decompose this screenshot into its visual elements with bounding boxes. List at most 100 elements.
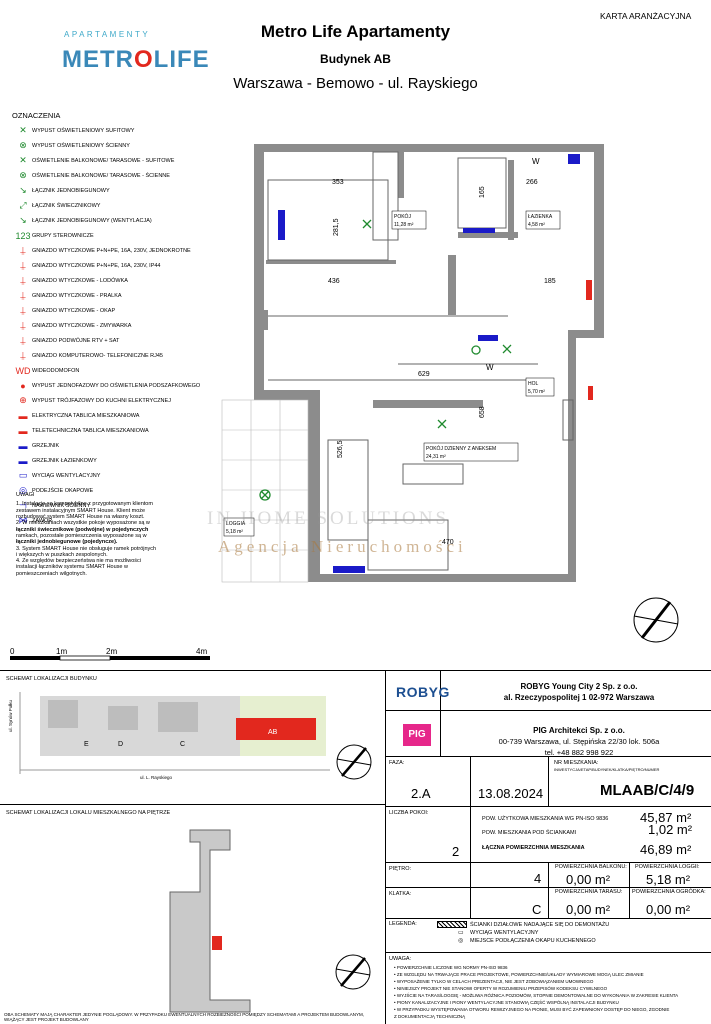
vent-outlet-icon: ▭ (18, 470, 28, 480)
legend-item: ▬ELEKTRYCZNA TABLICA MIESZKANIOWA (14, 408, 229, 423)
page-title: Metro Life Apartamenty (260, 22, 451, 41)
remark-line: • ZE WZGLĘDU NA TRWAJĄCE PRACE PROJEKTOW… (394, 972, 644, 977)
dishwasher-socket-icon: ⍊ (20, 320, 26, 330)
usable-area-value: 45,87 m² (640, 810, 692, 825)
building-label-d: D (118, 741, 123, 748)
remarks-lines: • POWIERZCHNIE LICZONE WG NORMY PN-ISO 9… (394, 964, 706, 1020)
ceiling-light-icon (362, 219, 372, 229)
telecom-panel-icon: ▬ (18, 425, 28, 436)
unit-number: MLAAB/C/4/9 (600, 782, 695, 799)
legend-item: ✕OŚWIETLENIE BALKONOWE/ TARASOWE - SUFIT… (14, 153, 229, 168)
fridge-socket-icon: ⍊ (20, 275, 26, 285)
wall-light-icon: ⊗ (19, 140, 27, 150)
date-value: 13.08.2024 (478, 786, 544, 801)
stair-value: C (532, 902, 542, 917)
note-line: i większych w puszkach zespolonych. (16, 551, 108, 558)
legend2-item-walls: ŚCIANKI DZIAŁOWE NADAJĄCE SIĘ DO DEMONTA… (470, 922, 610, 928)
legend-item-label: TELETECHNICZNA TABLICA MIESZKANIOWA (32, 427, 149, 434)
note-line: zestawem instalacyjnym SMART House. Klie… (16, 507, 146, 514)
rooms-value: 2 (452, 844, 460, 859)
washer-socket-icon: ⍊ (20, 290, 26, 300)
remark-line: • WYJŚCIE NA TARAS/LOGGIĘ - MOŻLIWA RÓŻN… (394, 993, 679, 998)
legend-item: ⍊GNIAZDO PODWÓJNE RTV + SAT (14, 333, 229, 348)
legend-item-label: GRZEJNIK ŁAZIENKOWY (32, 457, 97, 464)
investor-address: al. Rzeczypospolitej 1 02-972 Warszawa (503, 693, 655, 702)
phase-value: 2.A (411, 786, 431, 801)
legend-item: ● WYPUST JEDNOFAZOWY DO OŚWIETLENIA PODSZ… (14, 378, 229, 393)
rj45-socket-icon: ⍊ (20, 350, 26, 360)
note-line: łączniki świecznikowe (podwójne) w pojed… (16, 526, 149, 533)
electric-panel-icon (586, 280, 592, 300)
rooms-label: LICZBA POKOI: (389, 810, 429, 816)
rtv-socket-icon: ⍊ (20, 335, 26, 345)
metrolife-logo: METROLIFE (62, 46, 210, 73)
legend-list: ✕WYPUST OŚWIETLENIOWY SUFITOWY⊗WYPUST OŚ… (14, 123, 229, 528)
legend-item-label: PODEJŚCIE OKAPOWE (32, 487, 94, 494)
watermark-line1: IN HOME SOLUTIONS (207, 508, 450, 529)
legend-item: ⊣NAWIEWNIK ŚCIENNY (14, 498, 229, 513)
scale-label-4m: 4m (196, 648, 207, 656)
interior-lines (267, 151, 574, 571)
ceiling-light-icon: ✕ (19, 125, 27, 135)
cabinet-light-outlet-icon: ● (20, 380, 26, 391)
note-line: łączniki jednobiegunowe (pojedyncze). (16, 539, 118, 546)
dim-658: 658 (479, 406, 486, 418)
garden-label: POWIERZCHNIA OGRÓDKA: (632, 889, 706, 895)
compass-icon (336, 744, 372, 780)
legend-item-label: WIDEODOMOFON (32, 367, 80, 374)
legend-item-label: NAWIEWNIK ŚCIENNY (32, 502, 91, 509)
room-name: LOGGIA (226, 521, 246, 527)
radiator-icon (278, 210, 285, 240)
building-label-e: E (84, 741, 89, 748)
legend-item-label: GNIAZDO WTYCZKOWE - LODÓWKA (32, 277, 128, 284)
legend-item: ▬GRZEJNIK ŁAZIENKOWY (14, 453, 229, 468)
card-type-label: KARTA ARANŻACYJNA (600, 11, 692, 21)
legend-item: ↘ŁĄCZNIK JEDNOBIEGUNOWY (WENTYLACJA) (14, 213, 229, 228)
total-area-value: 46,89 m² (640, 842, 692, 857)
usable-area-label: POW. UŻYTKOWA MIESZKANIA WG PN-ISO 9836 (482, 816, 609, 822)
legend-item: ⍊GNIAZDO WTYCZKOWE - PRALKA (14, 288, 229, 303)
note-line: 3. System SMART House nie obsługuje rame… (16, 545, 157, 552)
building-name: Budynek AB (320, 52, 391, 66)
dim-526: 526,5 (337, 440, 344, 458)
kitchen-island (373, 400, 483, 408)
legend-item-label: GNIAZDO KOMPUTEROWO- TELEFONICZNE RJ45 (32, 352, 163, 359)
note-line: 4. Ze względów bezpieczeństwa nie ma moż… (16, 558, 142, 565)
legend-item: ⤢ŁĄCZNIK ŚWIECZNIKOWY (14, 198, 229, 213)
legend-item-label: GNIAZDO WTYCZKOWE P+N+PE, 16A, 230V, JED… (32, 247, 191, 254)
ceiling-light-icon (437, 419, 447, 429)
legend-item-label: WYPUST JEDNOFAZOWY DO OŚWIETLENIA PODSZA… (32, 382, 201, 389)
note-line: rozbudować system SMART House na własny … (16, 513, 145, 520)
legend-item: ⍊GNIAZDO WTYCZKOWE P+N+PE, 16A, 230V, IP… (14, 258, 229, 273)
building-label-c: C (180, 741, 185, 748)
valve-icon: ⋈ (18, 515, 28, 525)
legend-item: ↘ŁĄCZNIK JEDNOBIEGUNOWY (14, 183, 229, 198)
loggia-value: 5,18 m² (646, 872, 691, 887)
legend-item: ⍊ GNIAZDO KOMPUTEROWO- TELEFONICZNE RJ45 (14, 348, 229, 363)
note-line: ramkach, pozostałe pomieszczenia wyposaż… (16, 532, 147, 539)
total-area-label: ŁĄCZNA POWIERZCHNIA MIESZKANIA (482, 845, 585, 851)
legend-item: ▬ TELETECHNICZNA TABLICA MIESZKANIOWA (14, 423, 229, 438)
hood-connection-icon: ◎ (458, 938, 464, 944)
dim-165: 165 (479, 186, 486, 198)
telecom-panel-icon (588, 386, 593, 400)
socket-ip44-icon: ⍊ (20, 260, 26, 270)
legend-item: ✕WYPUST OŚWIETLENIOWY SUFITOWY (14, 123, 229, 138)
room-area: 4,58 m² (528, 222, 545, 228)
loggia-label: POWIERZCHNIA LOGGII: (635, 864, 700, 870)
legend-item-label: ZAWÓR (32, 517, 53, 524)
electric-panel-icon: ▬ (18, 410, 28, 421)
dim-353: 353 (332, 179, 344, 186)
dim-266: 266 (526, 179, 538, 186)
legend-item-label: OŚWIETLENIE BALKONOWE/ TARASOWE - ŚCIENN… (32, 172, 170, 179)
remark-line: • W PRZYPADKU WYSTĘPOWANIA OTWORU REWIZY… (394, 1007, 670, 1012)
legend-item-label: GRUPY STEROWNICZE (32, 232, 94, 239)
dim-470: 470 (442, 539, 454, 546)
floor-value: 4 (534, 871, 542, 886)
dim-281: 281,5 (333, 218, 340, 236)
balcony-wall-light-icon: ⊗ (19, 170, 27, 180)
legend-item: ⊗ OŚWIETLENIE BALKONOWE/ TARASOWE - ŚCIEN… (14, 168, 229, 183)
balcony-ceiling-light-icon: ✕ (19, 155, 27, 165)
floor-schema-title: SCHEMAT LOKALIZACJI LOKALU MIESZKALNEGO … (6, 810, 171, 816)
remark-line: Z DOKUMENTACJĄ TECHNICZNĄ (394, 1014, 466, 1019)
